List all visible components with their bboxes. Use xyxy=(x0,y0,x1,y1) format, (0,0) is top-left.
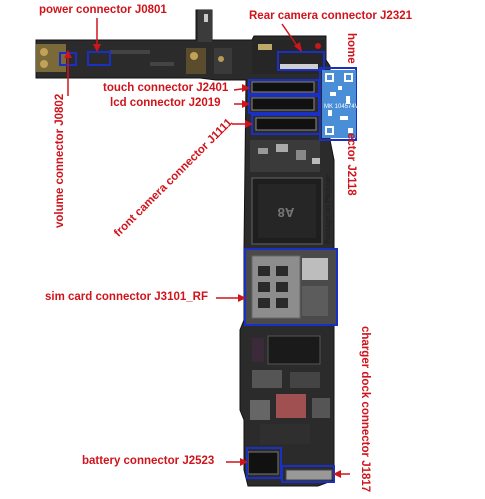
qr-watermark: MK 104574V xyxy=(322,70,359,138)
rear-camera-connector-box xyxy=(277,51,325,71)
charger-dock-connector-label: charger dock connector J1817 xyxy=(359,326,371,493)
home-connector-label-top: home xyxy=(345,33,357,64)
battery-connector-label: battery connector J2523 xyxy=(82,455,215,467)
sim-card-connector-label: sim card connector J3101_RF xyxy=(45,291,208,303)
power-connector-label: power connector J0801 xyxy=(39,4,167,16)
chip-label: A8 xyxy=(278,205,295,220)
sim-card-connector-box xyxy=(244,248,338,326)
volume-connector-label: volume connector J0802 xyxy=(54,93,66,228)
rear-camera-connector-label: Rear camera connector J2321 xyxy=(249,10,413,22)
battery-connector-box xyxy=(246,447,282,479)
lcd-connector-label: lcd connector J2019 xyxy=(110,97,221,109)
touch-connector-label: touch connector J2401 xyxy=(103,82,229,94)
power-connector-box xyxy=(87,51,111,66)
watermark-text: MK 104574V xyxy=(324,104,359,110)
home-connector-label-bottom: ector J2118 xyxy=(345,133,357,196)
logic-board: A8 xyxy=(35,9,336,487)
package-label: Package on Package xyxy=(325,175,332,244)
